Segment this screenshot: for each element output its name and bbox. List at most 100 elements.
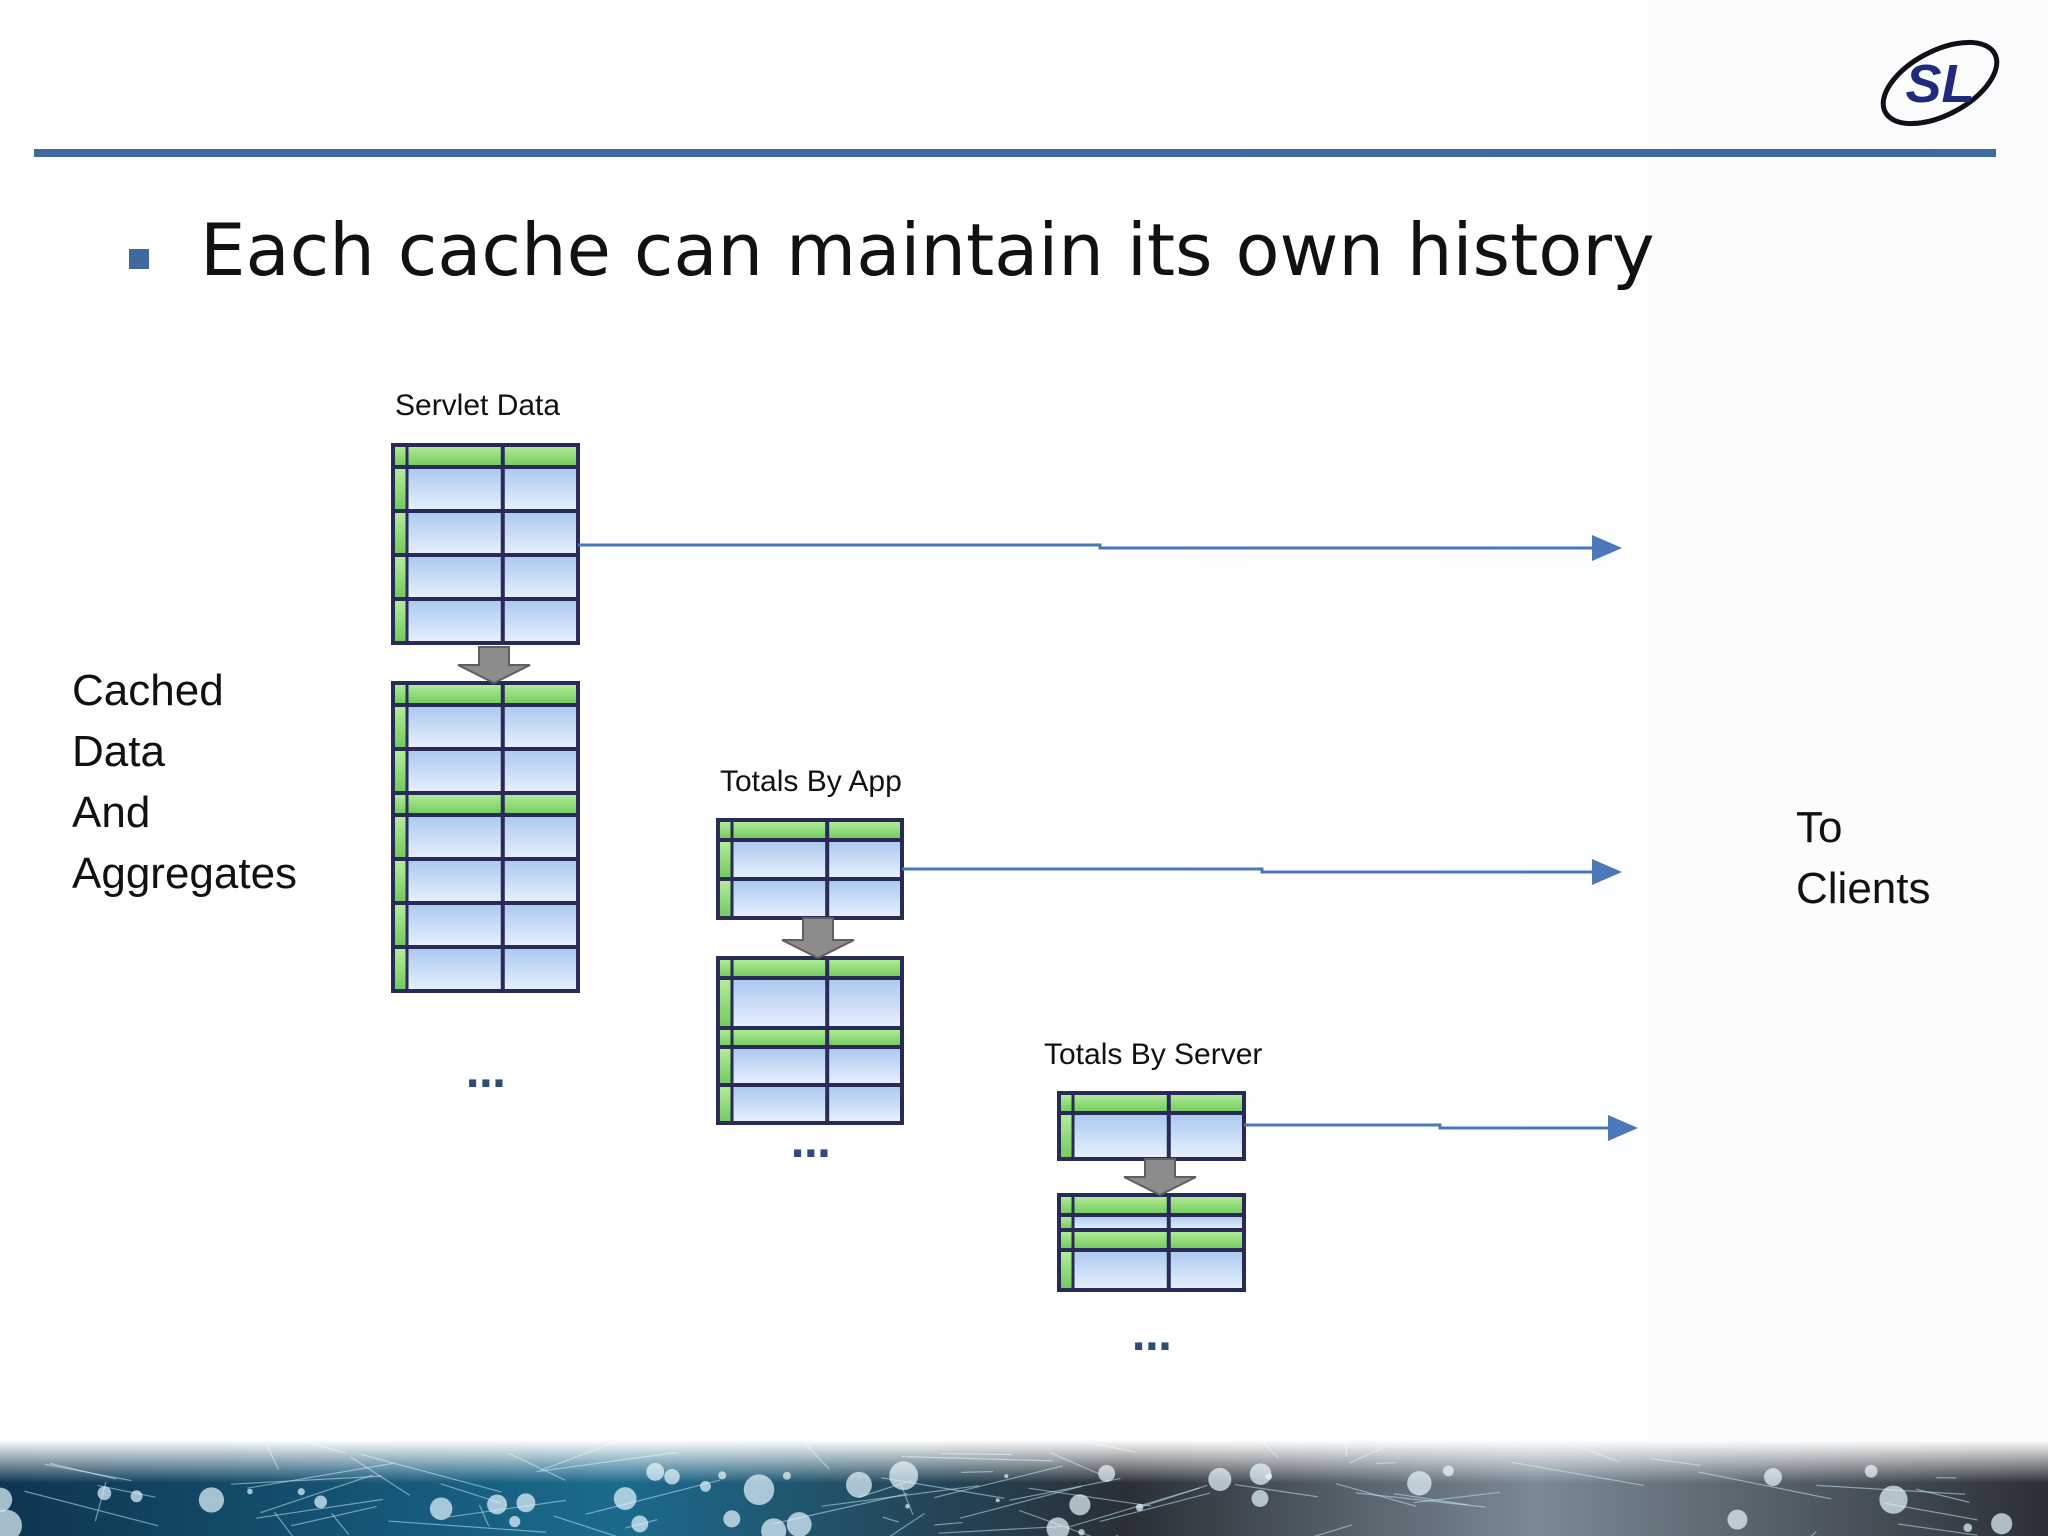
- table-cell: [407, 511, 503, 555]
- totals-by-server-label: Totals By Server: [1044, 1038, 1263, 1071]
- totals-by-app-to-clients-arrow: [902, 859, 1622, 885]
- totals-by-app-table-history: [716, 956, 904, 1125]
- to-clients-label-line: Clients: [1796, 864, 1931, 913]
- header-rule: [34, 149, 1996, 157]
- to-clients-label: To Clients: [1796, 797, 1931, 919]
- arrow-line: [1244, 1123, 1610, 1130]
- cached-data-label: Cached Data And Aggregates: [72, 660, 297, 904]
- cached-data-label-line: And: [72, 788, 151, 837]
- table-cell: [502, 555, 578, 599]
- servlet-data-table-current: [391, 443, 580, 645]
- cached-data-label-line: Cached: [72, 666, 224, 715]
- table-header-row: [407, 445, 578, 467]
- table-row-stub: [1059, 1113, 1073, 1159]
- table-row-stub: [1059, 1250, 1073, 1290]
- table-cell: [407, 903, 503, 947]
- table-cell: [1073, 1113, 1169, 1159]
- table-header-row: [407, 683, 578, 705]
- arrow-head: [1608, 1115, 1638, 1141]
- totals-by-app-label: Totals By App: [720, 765, 902, 798]
- table-border: [1057, 1193, 1246, 1292]
- servlet-data-ellipsis: ...: [465, 1051, 507, 1097]
- table-cell: [1168, 1250, 1244, 1290]
- table-cell: [732, 1085, 828, 1123]
- table-cell: [732, 1047, 828, 1085]
- bullet-marker: [129, 249, 149, 269]
- table-cell: [1168, 1113, 1244, 1159]
- table-row-stub: [393, 511, 407, 555]
- logo-text: SL: [1905, 54, 1974, 114]
- table-row-stub: [393, 445, 407, 467]
- totals-by-server-ellipsis: ...: [1131, 1314, 1173, 1360]
- table-header-row: [407, 793, 578, 815]
- table-cell: [502, 947, 578, 991]
- table-row-stub: [718, 1047, 732, 1085]
- to-clients-label-line: To: [1796, 803, 1843, 852]
- footer-network-image: [0, 1440, 2048, 1536]
- table-header-row: [1073, 1230, 1244, 1250]
- table-row-stub: [1059, 1215, 1073, 1230]
- table-header-row: [1073, 1093, 1244, 1113]
- table-row-stub: [393, 705, 407, 749]
- table-cell: [827, 1047, 902, 1085]
- sl-logo: SL: [1880, 39, 2000, 127]
- cached-data-label-line: Aggregates: [72, 849, 298, 898]
- table-cell: [407, 749, 503, 793]
- table-cell: [1168, 1215, 1244, 1230]
- table-cell: [502, 903, 578, 947]
- table-row-stub: [718, 840, 732, 879]
- totals-by-app-history-arrow: [781, 917, 855, 960]
- table-cell: [407, 815, 503, 859]
- table-header-row: [1073, 1195, 1244, 1215]
- cached-data-label-line: Data: [72, 727, 165, 776]
- table-row-stub: [393, 749, 407, 793]
- totals-by-server-to-clients-arrow: [1244, 1115, 1638, 1141]
- table-row-stub: [393, 599, 407, 643]
- table-header-row: [732, 1028, 902, 1047]
- table-cell: [827, 840, 902, 879]
- table-cell: [827, 1085, 902, 1123]
- table-row-stub: [1059, 1230, 1073, 1250]
- table-border: [391, 681, 580, 993]
- servlet-data-history-arrow: [457, 646, 531, 685]
- table-cell: [407, 555, 503, 599]
- servlet-data-label: Servlet Data: [395, 389, 561, 422]
- table-row-stub: [393, 903, 407, 947]
- table-cell: [502, 749, 578, 793]
- totals-by-app-ellipsis: ...: [790, 1121, 832, 1167]
- table-row-stub: [718, 958, 732, 978]
- arrow-line: [578, 543, 1594, 550]
- table-border: [716, 956, 904, 1125]
- table-cell: [407, 859, 503, 903]
- table-row-stub: [393, 859, 407, 903]
- servlet-data-to-clients-arrow: [578, 535, 1622, 561]
- cache-tables: [391, 443, 1246, 1292]
- table-row-stub: [718, 820, 732, 840]
- arrow-head: [1592, 859, 1622, 885]
- history-arrows: [457, 646, 1197, 1197]
- totals-by-server-history-arrow: [1123, 1158, 1197, 1197]
- table-cell: [502, 705, 578, 749]
- table-cell: [502, 467, 578, 511]
- table-row-stub: [393, 815, 407, 859]
- table-cell: [502, 859, 578, 903]
- table-cell: [407, 599, 503, 643]
- table-cell: [732, 879, 828, 918]
- table-row-stub: [393, 947, 407, 991]
- table-cell: [1073, 1250, 1169, 1290]
- table-row-stub: [393, 683, 407, 705]
- table-cell: [407, 705, 503, 749]
- table-row-stub: [393, 555, 407, 599]
- servlet-data-table-history: [391, 681, 580, 993]
- table-row-stub: [1059, 1093, 1073, 1113]
- totals-by-app-table-current: [716, 818, 904, 920]
- client-arrows: [578, 535, 1638, 1141]
- table-cell: [502, 511, 578, 555]
- logo-swoosh: [1880, 39, 2000, 127]
- table-cell: [732, 978, 828, 1028]
- table-row-stub: [393, 793, 407, 815]
- table-cell: [827, 978, 902, 1028]
- table-cell: [732, 840, 828, 879]
